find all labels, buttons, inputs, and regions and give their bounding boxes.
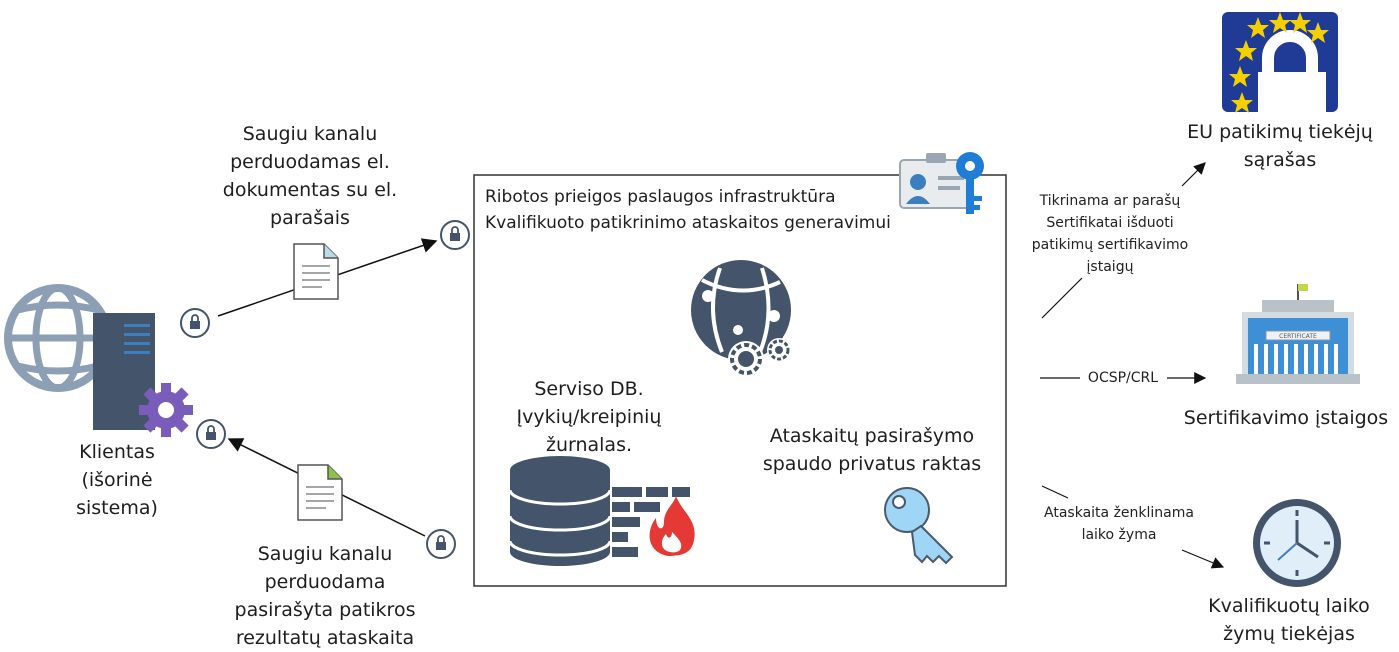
id-card-key-icon xyxy=(899,152,984,214)
private-key-label-line: spaudo privatus raktas xyxy=(762,453,982,475)
outgoing-channel-label: Saugiu kanalu perduodama pasirašyta pati… xyxy=(220,540,430,652)
outgoing-channel-line: perduodama xyxy=(264,571,386,593)
client-label: Klientas (išorinė sistema) xyxy=(62,438,172,522)
trust-check-line: Sertifikatai išduoti xyxy=(1046,215,1174,231)
building-sign: CERTIFICATE xyxy=(1279,333,1317,340)
timestamp-provider-line: žymų tiekėjas xyxy=(1223,623,1355,645)
signed-document-icon xyxy=(297,464,343,521)
star-icon xyxy=(1229,12,1329,113)
cert-authority-text: Sertifikavimo įstaigos xyxy=(1183,407,1389,429)
timestamp-link-line: laiko žyma xyxy=(1081,527,1157,543)
network-globe-icon xyxy=(691,260,791,377)
outgoing-channel-line: rezultatų ataskaita xyxy=(235,627,415,649)
lock-icon xyxy=(196,419,226,449)
trust-check-line: Tikrinama ar parašų xyxy=(1039,193,1181,209)
infrastructure-title-line: Kvalifikuoto patikrinimo ataskaitos gene… xyxy=(485,213,891,233)
private-key-label-line: Ataskaitų pasirašymo xyxy=(769,425,975,447)
client-label-line: (išorinė xyxy=(81,469,153,491)
trust-list-label-line: sąrašas xyxy=(1243,149,1317,171)
client-label-line: Klientas xyxy=(79,441,155,463)
infrastructure-title: Ribotos prieigos paslaugos infrastruktūr… xyxy=(485,184,891,236)
database-label-line: žurnalas. xyxy=(545,434,633,456)
incoming-channel-line: parašais xyxy=(270,207,350,229)
document-icon xyxy=(293,243,339,300)
trust-list-arrow-line xyxy=(1041,277,1083,319)
firewall-icon xyxy=(612,487,690,557)
trust-check-line: patikimų sertifikavimo xyxy=(1031,237,1189,253)
infrastructure-title-line: Ribotos prieigos paslaugos infrastruktūr… xyxy=(485,187,836,207)
ocsp-crl-label: OCSP/CRL xyxy=(1080,367,1166,389)
cert-authority-label: Sertifikavimo įstaigos xyxy=(1176,404,1396,432)
timestamp-line xyxy=(1041,485,1069,499)
eu-trust-list-icon xyxy=(1222,12,1338,113)
database-icon xyxy=(508,456,612,566)
incoming-channel-line: Saugiu kanalu xyxy=(242,123,378,145)
lock-icon xyxy=(426,529,456,559)
trust-check-line: įstaigų xyxy=(1086,259,1134,275)
database-label-line: Įvykių/kreipinių xyxy=(516,406,662,428)
lock-icon xyxy=(180,308,210,338)
client-label-line: sistema) xyxy=(76,497,158,519)
timestamp-link-line: Ataskaita ženklinama xyxy=(1044,505,1194,521)
database-label: Serviso DB. Įvykių/kreipinių žurnalas. xyxy=(504,375,674,459)
trust-list-label-line: EU patikimų tiekėjų xyxy=(1187,121,1373,143)
lock-icon xyxy=(440,220,470,250)
incoming-channel-line: dokumentas su el. xyxy=(222,179,398,201)
trust-check-label: Tikrinama ar parašų Sertifikatai išduoti… xyxy=(1020,190,1200,278)
trust-list-label: EU patikimų tiekėjų sąrašas xyxy=(1170,118,1390,174)
private-key-label: Ataskaitų pasirašymo spaudo privatus rak… xyxy=(752,422,992,478)
ocsp-crl-text: OCSP/CRL xyxy=(1087,370,1159,386)
timestamp-arrow xyxy=(1181,549,1225,569)
fire-icon xyxy=(649,496,695,556)
database-label-line: Serviso DB. xyxy=(534,378,644,400)
certification-building-icon: CERTIFICATE xyxy=(1236,284,1360,384)
incoming-channel-label: Saugiu kanalu perduodamas el. dokumentas… xyxy=(210,120,410,232)
clock-icon xyxy=(1253,499,1341,587)
timestamp-provider-label: Kvalifikuotų laiko žymų tiekėjas xyxy=(1180,592,1398,648)
outgoing-channel-line: Saugiu kanalu xyxy=(257,543,393,565)
timestamp-provider-line: Kvalifikuotų laiko xyxy=(1208,595,1370,617)
gear-icon xyxy=(139,383,193,437)
trust-list-arrow xyxy=(1181,162,1206,187)
private-key-icon xyxy=(884,487,954,565)
timestamp-link-label: Ataskaita ženklinama laiko žyma xyxy=(1034,502,1204,546)
incoming-channel-line: perduodamas el. xyxy=(230,151,390,173)
infrastructure-box xyxy=(473,174,1007,587)
outgoing-channel-line: pasirašyta patikros xyxy=(234,599,416,621)
